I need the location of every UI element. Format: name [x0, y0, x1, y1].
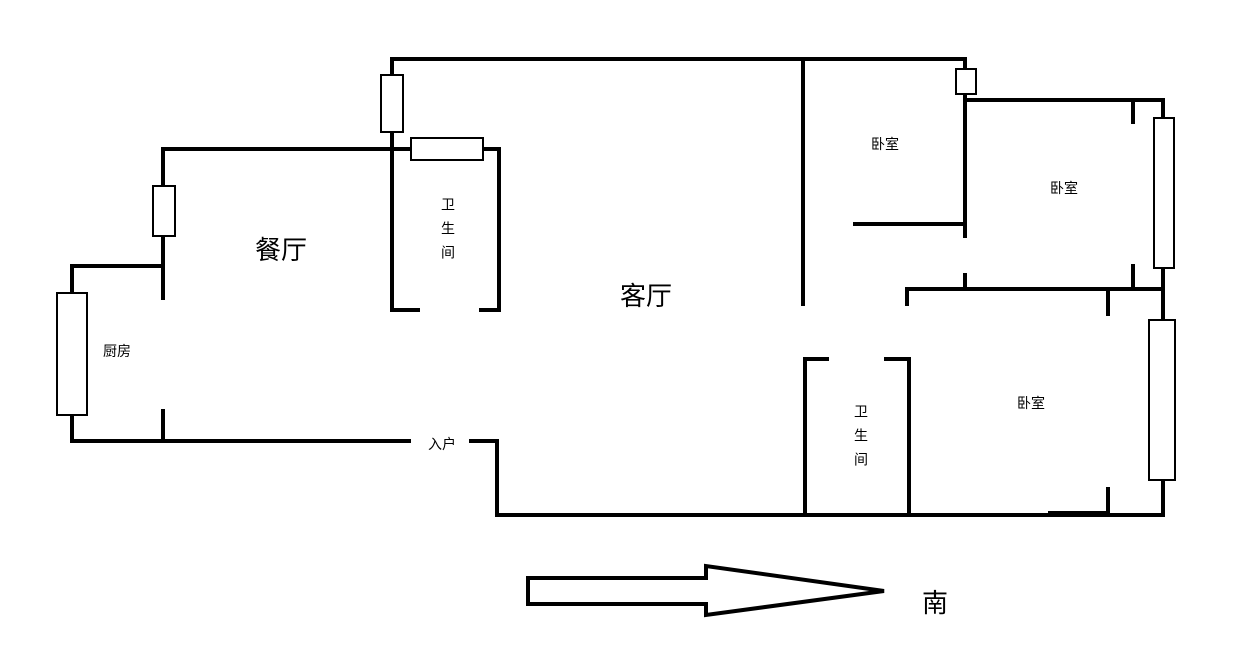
window-bath-north [410, 137, 484, 161]
room-label-bedroom-north: 卧室 [871, 137, 899, 153]
windows [56, 68, 1176, 481]
south-arrow-icon [526, 563, 885, 618]
wall-north-main [390, 57, 1165, 517]
room-label-bathroom-north: 卫生间 [439, 197, 455, 269]
room-label-living: 客厅 [620, 282, 673, 312]
room-label-bedroom-south: 卧室 [1017, 396, 1045, 412]
wall-bedroom-middle [905, 98, 1165, 316]
room-label-dining: 餐厅 [255, 236, 308, 266]
window-bedroom-south [1148, 319, 1176, 481]
window-bedroom-north [955, 68, 977, 95]
walls [70, 57, 1165, 517]
wall-bath-south [803, 357, 911, 517]
window-dining [152, 185, 176, 237]
wall-bedroom-north [853, 98, 967, 238]
window-bedroom-middle [1153, 117, 1175, 269]
room-label-bathroom-south: 卫生间 [852, 404, 868, 476]
room-label-kitchen: 厨房 [103, 344, 131, 360]
compass-direction-label: 南 [922, 589, 949, 619]
room-label-bedroom-middle: 卧室 [1050, 181, 1078, 197]
wall-bedroom-south-stub [1048, 487, 1110, 517]
window-kitchen [56, 292, 88, 416]
window-living-west [380, 74, 404, 133]
entrance-label: 入户 [428, 437, 456, 453]
wall-dining [161, 147, 394, 300]
